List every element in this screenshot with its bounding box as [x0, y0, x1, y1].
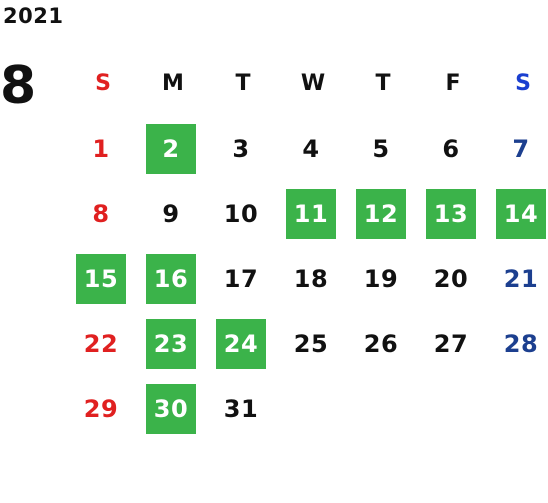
- weekday-header-0: S: [95, 71, 111, 96]
- day-number: 26: [363, 330, 399, 358]
- day-number: 2: [146, 124, 196, 174]
- day-number: 16: [146, 254, 196, 304]
- day-cell[interactable]: 9: [138, 183, 208, 248]
- day-cell[interactable]: 15: [68, 248, 138, 313]
- day-cell[interactable]: 24: [208, 313, 278, 378]
- day-cell[interactable]: 22: [68, 313, 138, 378]
- day-cell[interactable]: 28: [488, 313, 548, 378]
- weekday-header-3: W: [300, 71, 326, 96]
- day-number: 9: [162, 200, 180, 228]
- day-number: 5: [372, 135, 390, 163]
- day-cell[interactable]: 16: [138, 248, 208, 313]
- weekday-header-5: F: [445, 71, 461, 96]
- day-cell[interactable]: 18: [278, 248, 348, 313]
- day-cell[interactable]: 19: [348, 248, 418, 313]
- day-cell[interactable]: 14: [488, 183, 548, 248]
- day-number: 18: [293, 265, 329, 293]
- day-number: 4: [302, 135, 320, 163]
- day-cell[interactable]: 6: [418, 118, 488, 183]
- day-number: 29: [83, 395, 119, 423]
- day-number: 7: [512, 135, 530, 163]
- day-number: 19: [363, 265, 399, 293]
- month-label: 8: [0, 56, 37, 116]
- day-number: 30: [146, 384, 196, 434]
- day-cell[interactable]: 5: [348, 118, 418, 183]
- day-number: 28: [503, 330, 539, 358]
- day-number: 12: [356, 189, 406, 239]
- day-cell[interactable]: 20: [418, 248, 488, 313]
- day-number: 14: [496, 189, 546, 239]
- day-number: 24: [216, 319, 266, 369]
- day-cell[interactable]: 1: [68, 118, 138, 183]
- day-number: 13: [426, 189, 476, 239]
- day-number: 3: [232, 135, 250, 163]
- day-cell[interactable]: 31: [208, 378, 278, 443]
- day-cell[interactable]: 2: [138, 118, 208, 183]
- day-cell[interactable]: 13: [418, 183, 488, 248]
- day-cell[interactable]: 3: [208, 118, 278, 183]
- day-cell[interactable]: 21: [488, 248, 548, 313]
- day-cell[interactable]: 25: [278, 313, 348, 378]
- day-number: 27: [433, 330, 469, 358]
- weekday-header-2: T: [235, 71, 251, 96]
- day-cell[interactable]: 4: [278, 118, 348, 183]
- weekday-header-1: M: [162, 71, 184, 96]
- day-number: 23: [146, 319, 196, 369]
- weekday-header-6: S: [515, 71, 531, 96]
- day-number: 21: [503, 265, 539, 293]
- day-number: 17: [223, 265, 259, 293]
- day-cell[interactable]: 11: [278, 183, 348, 248]
- day-number: 8: [92, 200, 110, 228]
- weekday-header-4: T: [375, 71, 391, 96]
- day-cell[interactable]: 23: [138, 313, 208, 378]
- day-number: 11: [286, 189, 336, 239]
- day-number: 25: [293, 330, 329, 358]
- day-cell[interactable]: 12: [348, 183, 418, 248]
- day-number: 22: [83, 330, 119, 358]
- day-number: 20: [433, 265, 469, 293]
- day-cell[interactable]: 30: [138, 378, 208, 443]
- day-cell[interactable]: 17: [208, 248, 278, 313]
- day-cell[interactable]: 7: [488, 118, 548, 183]
- day-cell[interactable]: 29: [68, 378, 138, 443]
- day-number: 10: [223, 200, 259, 228]
- day-cell[interactable]: 26: [348, 313, 418, 378]
- year-label: 2021: [3, 4, 64, 28]
- day-number: 15: [76, 254, 126, 304]
- day-cell[interactable]: 27: [418, 313, 488, 378]
- day-number: 31: [223, 395, 259, 423]
- day-cell[interactable]: 10: [208, 183, 278, 248]
- day-number: 6: [442, 135, 460, 163]
- day-cell[interactable]: 8: [68, 183, 138, 248]
- day-number: 1: [92, 135, 110, 163]
